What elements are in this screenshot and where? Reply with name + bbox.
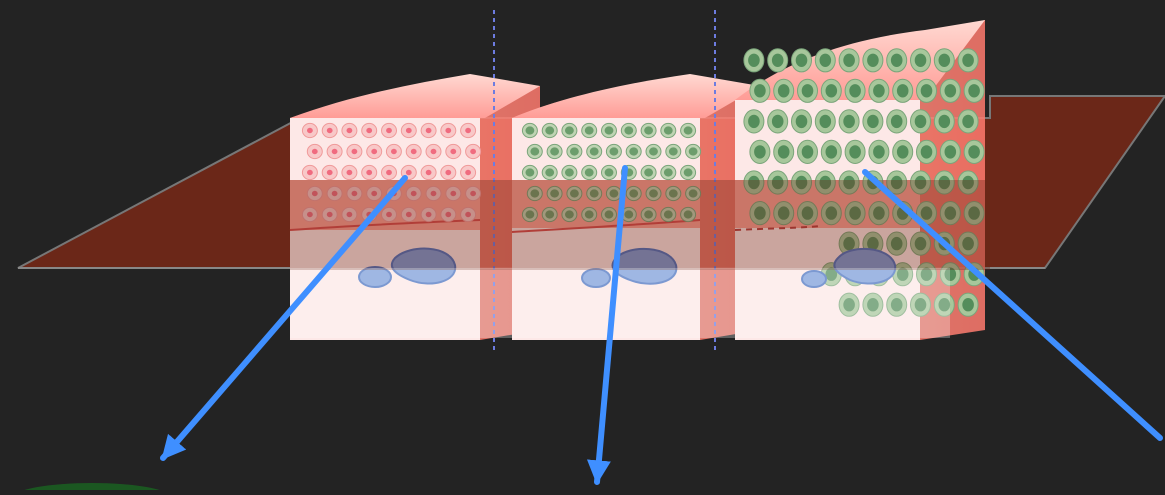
cell-nucleus bbox=[629, 147, 638, 155]
cell-nucleus bbox=[849, 145, 861, 158]
bottom-glow bbox=[14, 483, 170, 490]
cell-nucleus bbox=[565, 168, 574, 176]
cell-nucleus bbox=[802, 145, 814, 158]
cell-nucleus bbox=[748, 115, 760, 128]
cell-nucleus bbox=[684, 168, 693, 176]
cell-nucleus bbox=[470, 149, 476, 154]
cell-nucleus bbox=[445, 170, 451, 175]
cell-nucleus bbox=[450, 149, 456, 154]
cell-nucleus bbox=[391, 149, 397, 154]
cell-nucleus bbox=[530, 147, 539, 155]
cell-nucleus bbox=[962, 54, 974, 67]
cell-nucleus bbox=[873, 145, 885, 158]
cell-nucleus bbox=[664, 168, 673, 176]
cell-nucleus bbox=[406, 128, 412, 133]
cell-nucleus bbox=[649, 147, 658, 155]
cell-nucleus bbox=[921, 84, 933, 97]
cell-nucleus bbox=[610, 147, 619, 155]
cell-nucleus bbox=[605, 168, 614, 176]
cell-nucleus bbox=[802, 84, 814, 97]
cell-nucleus bbox=[669, 147, 678, 155]
cell-nucleus bbox=[820, 115, 832, 128]
cell-nucleus bbox=[605, 126, 614, 134]
cell-nucleus bbox=[945, 145, 957, 158]
cell-nucleus bbox=[843, 54, 855, 67]
cell-nucleus bbox=[754, 84, 766, 97]
cell-nucleus bbox=[962, 115, 974, 128]
cell-nucleus bbox=[897, 84, 909, 97]
cell-nucleus bbox=[644, 168, 653, 176]
cell-nucleus bbox=[867, 115, 879, 128]
cell-nucleus bbox=[968, 84, 980, 97]
cell-nucleus bbox=[585, 168, 594, 176]
cell-nucleus bbox=[465, 128, 471, 133]
cell-nucleus bbox=[921, 145, 933, 158]
cell-nucleus bbox=[772, 115, 784, 128]
cell-nucleus bbox=[826, 145, 838, 158]
cell-nucleus bbox=[873, 84, 885, 97]
cell-nucleus bbox=[689, 147, 698, 155]
cell-nucleus bbox=[327, 170, 333, 175]
cell-nucleus bbox=[327, 128, 333, 133]
cell-nucleus bbox=[426, 170, 432, 175]
cell-nucleus bbox=[778, 145, 790, 158]
cell-nucleus bbox=[778, 84, 790, 97]
cell-nucleus bbox=[644, 126, 653, 134]
cell-nucleus bbox=[796, 115, 808, 128]
cell-nucleus bbox=[445, 128, 451, 133]
cell-nucleus bbox=[307, 170, 313, 175]
cell-nucleus bbox=[684, 126, 693, 134]
cell-nucleus bbox=[307, 128, 313, 133]
cell-nucleus bbox=[366, 128, 372, 133]
cell-nucleus bbox=[939, 54, 951, 67]
cell-nucleus bbox=[526, 168, 535, 176]
cell-nucleus bbox=[386, 128, 392, 133]
cell-nucleus bbox=[406, 170, 412, 175]
cell-nucleus bbox=[891, 54, 903, 67]
cell-nucleus bbox=[465, 170, 471, 175]
cell-nucleus bbox=[945, 84, 957, 97]
cell-nucleus bbox=[590, 147, 599, 155]
cell-nucleus bbox=[897, 145, 909, 158]
cell-nucleus bbox=[386, 170, 392, 175]
cell-nucleus bbox=[820, 54, 832, 67]
cell-nucleus bbox=[332, 149, 338, 154]
cell-nucleus bbox=[550, 147, 559, 155]
cell-nucleus bbox=[426, 128, 432, 133]
cell-nucleus bbox=[915, 54, 927, 67]
plane-overlay-lower bbox=[290, 268, 950, 338]
cell-nucleus bbox=[867, 54, 879, 67]
cell-nucleus bbox=[664, 126, 673, 134]
cell-nucleus bbox=[843, 115, 855, 128]
cell-nucleus bbox=[352, 149, 358, 154]
cell-nucleus bbox=[624, 126, 633, 134]
cell-nucleus bbox=[891, 115, 903, 128]
cell-nucleus bbox=[796, 54, 808, 67]
cell-nucleus bbox=[347, 128, 353, 133]
cell-nucleus bbox=[312, 149, 318, 154]
cell-nucleus bbox=[570, 147, 579, 155]
cell-nucleus bbox=[826, 84, 838, 97]
cell-nucleus bbox=[772, 54, 784, 67]
cell-nucleus bbox=[411, 149, 417, 154]
cell-nucleus bbox=[545, 126, 554, 134]
cell-nucleus bbox=[962, 298, 974, 311]
cell-nucleus bbox=[939, 115, 951, 128]
cell-nucleus bbox=[366, 170, 372, 175]
cell-nucleus bbox=[754, 145, 766, 158]
cell-nucleus bbox=[371, 149, 377, 154]
cell-nucleus bbox=[545, 168, 554, 176]
cell-nucleus bbox=[968, 145, 980, 158]
cell-nucleus bbox=[526, 126, 535, 134]
cell-nucleus bbox=[849, 84, 861, 97]
cell-nucleus bbox=[431, 149, 437, 154]
cell-nucleus bbox=[585, 126, 594, 134]
cell-nucleus bbox=[748, 54, 760, 67]
cell-nucleus bbox=[565, 126, 574, 134]
cell-nucleus bbox=[347, 170, 353, 175]
cell-nucleus bbox=[915, 115, 927, 128]
